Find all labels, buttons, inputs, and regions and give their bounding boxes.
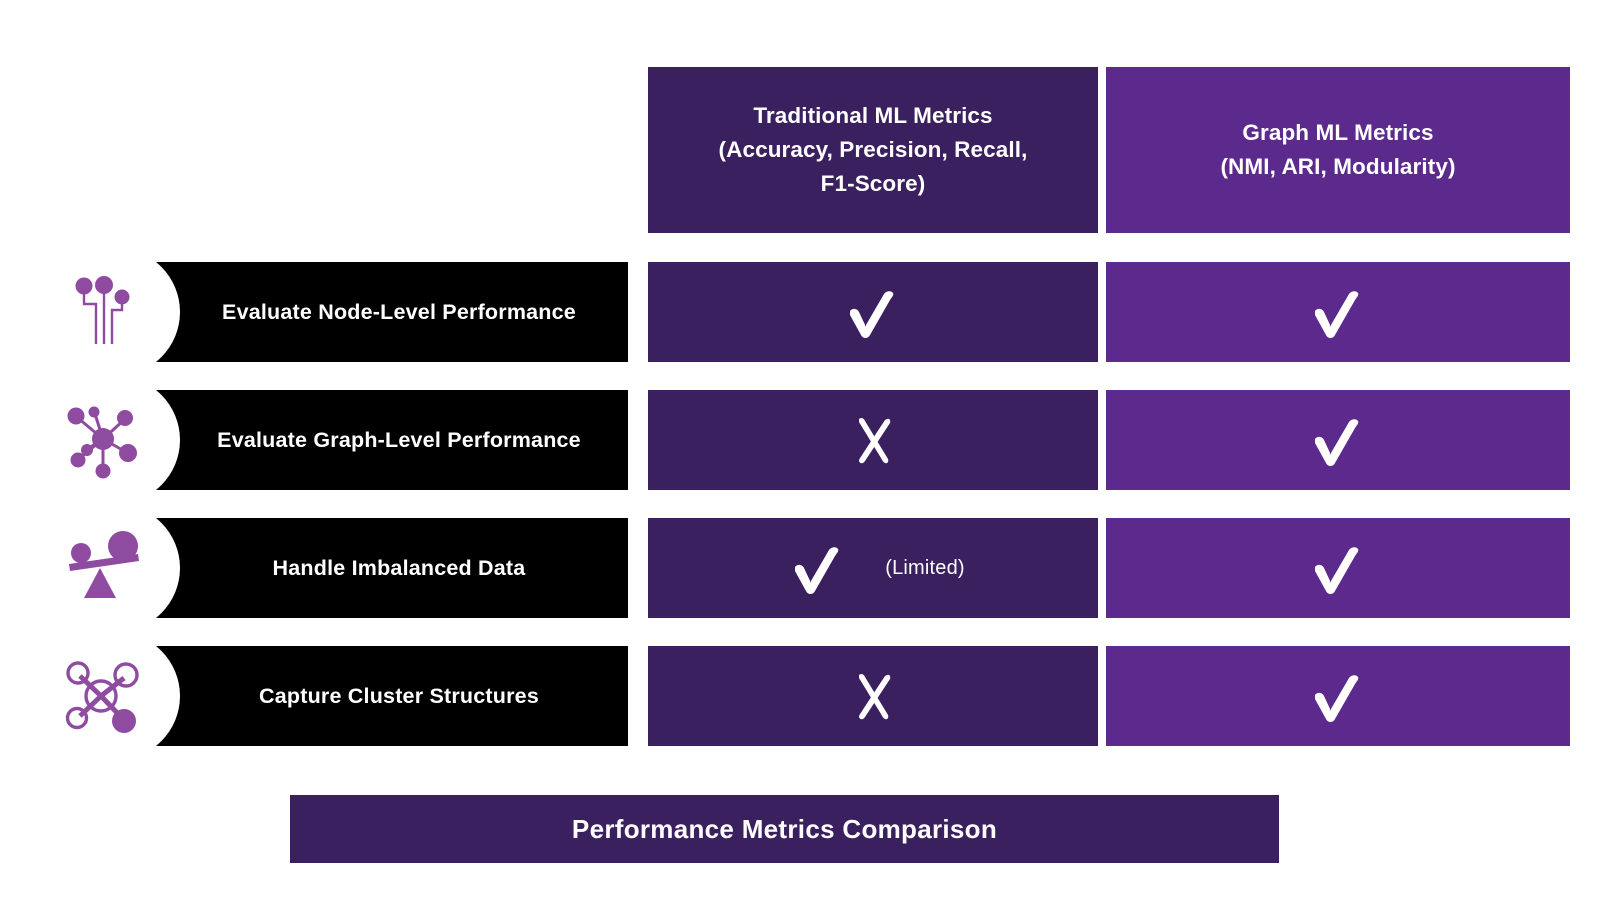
row-label-notch <box>52 376 180 504</box>
molecule-cluster-icon <box>56 648 152 744</box>
row-label-bar: Evaluate Graph-Level Performance <box>52 376 628 504</box>
header-traditional-line-3: F1-Score) <box>820 171 926 197</box>
column-header-graph-ml: Graph ML Metrics (NMI, ARI, Modularity) <box>1106 67 1570 233</box>
row-label-bar: Capture Cluster Structures <box>52 632 628 760</box>
cell-traditional: (Limited) <box>648 518 1098 618</box>
cell-traditional <box>648 262 1098 362</box>
balance-scale-icon <box>56 520 152 616</box>
cross-icon <box>836 403 910 477</box>
node-tree-icon <box>56 264 152 360</box>
row-label-text: Evaluate Node-Level Performance <box>222 299 576 324</box>
header-graph-line-1: Graph ML Metrics <box>1242 119 1434 145</box>
footer-banner: Performance Metrics Comparison <box>290 795 1279 863</box>
check-icon <box>836 275 910 349</box>
table-row: Handle Imbalanced Data (Limited) <box>0 504 1600 632</box>
check-icon <box>1301 403 1375 477</box>
table-row: Evaluate Graph-Level Performance <box>0 376 1600 504</box>
cell-graph <box>1106 518 1570 618</box>
header-graph-line-2: (NMI, ARI, Modularity) <box>1220 154 1456 179</box>
row-label-bar: Evaluate Node-Level Performance <box>52 248 628 376</box>
cell-traditional <box>648 646 1098 746</box>
row-label-bar: Handle Imbalanced Data <box>52 504 628 632</box>
cell-graph <box>1106 262 1570 362</box>
cross-icon <box>836 659 910 733</box>
cell-note-limited: (Limited) <box>885 556 965 579</box>
column-header-traditional-text: Traditional ML Metrics (Accuracy, Precis… <box>719 99 1028 202</box>
header-traditional-line-1: Traditional ML Metrics <box>753 102 993 128</box>
footer-title: Performance Metrics Comparison <box>571 813 998 844</box>
network-hub-icon <box>56 392 152 488</box>
cell-traditional <box>648 390 1098 490</box>
table-row: Evaluate Node-Level Performance <box>0 248 1600 376</box>
cell-graph <box>1106 390 1570 490</box>
row-label-notch <box>52 248 180 376</box>
column-header-traditional-ml: Traditional ML Metrics (Accuracy, Precis… <box>648 67 1098 233</box>
check-icon <box>781 531 855 605</box>
check-icon <box>1301 531 1375 605</box>
check-icon <box>1301 659 1375 733</box>
cell-graph <box>1106 646 1570 746</box>
table-row: Capture Cluster Structures <box>0 632 1600 760</box>
row-label-text: Capture Cluster Structures <box>259 683 539 708</box>
row-label-text: Handle Imbalanced Data <box>272 555 526 580</box>
check-icon <box>1301 275 1375 349</box>
header-traditional-line-2: (Accuracy, Precision, Recall, <box>718 136 1028 162</box>
row-label-text: Evaluate Graph-Level Performance <box>217 427 581 452</box>
column-header-graph-text: Graph ML Metrics (NMI, ARI, Modularity) <box>1220 116 1455 184</box>
